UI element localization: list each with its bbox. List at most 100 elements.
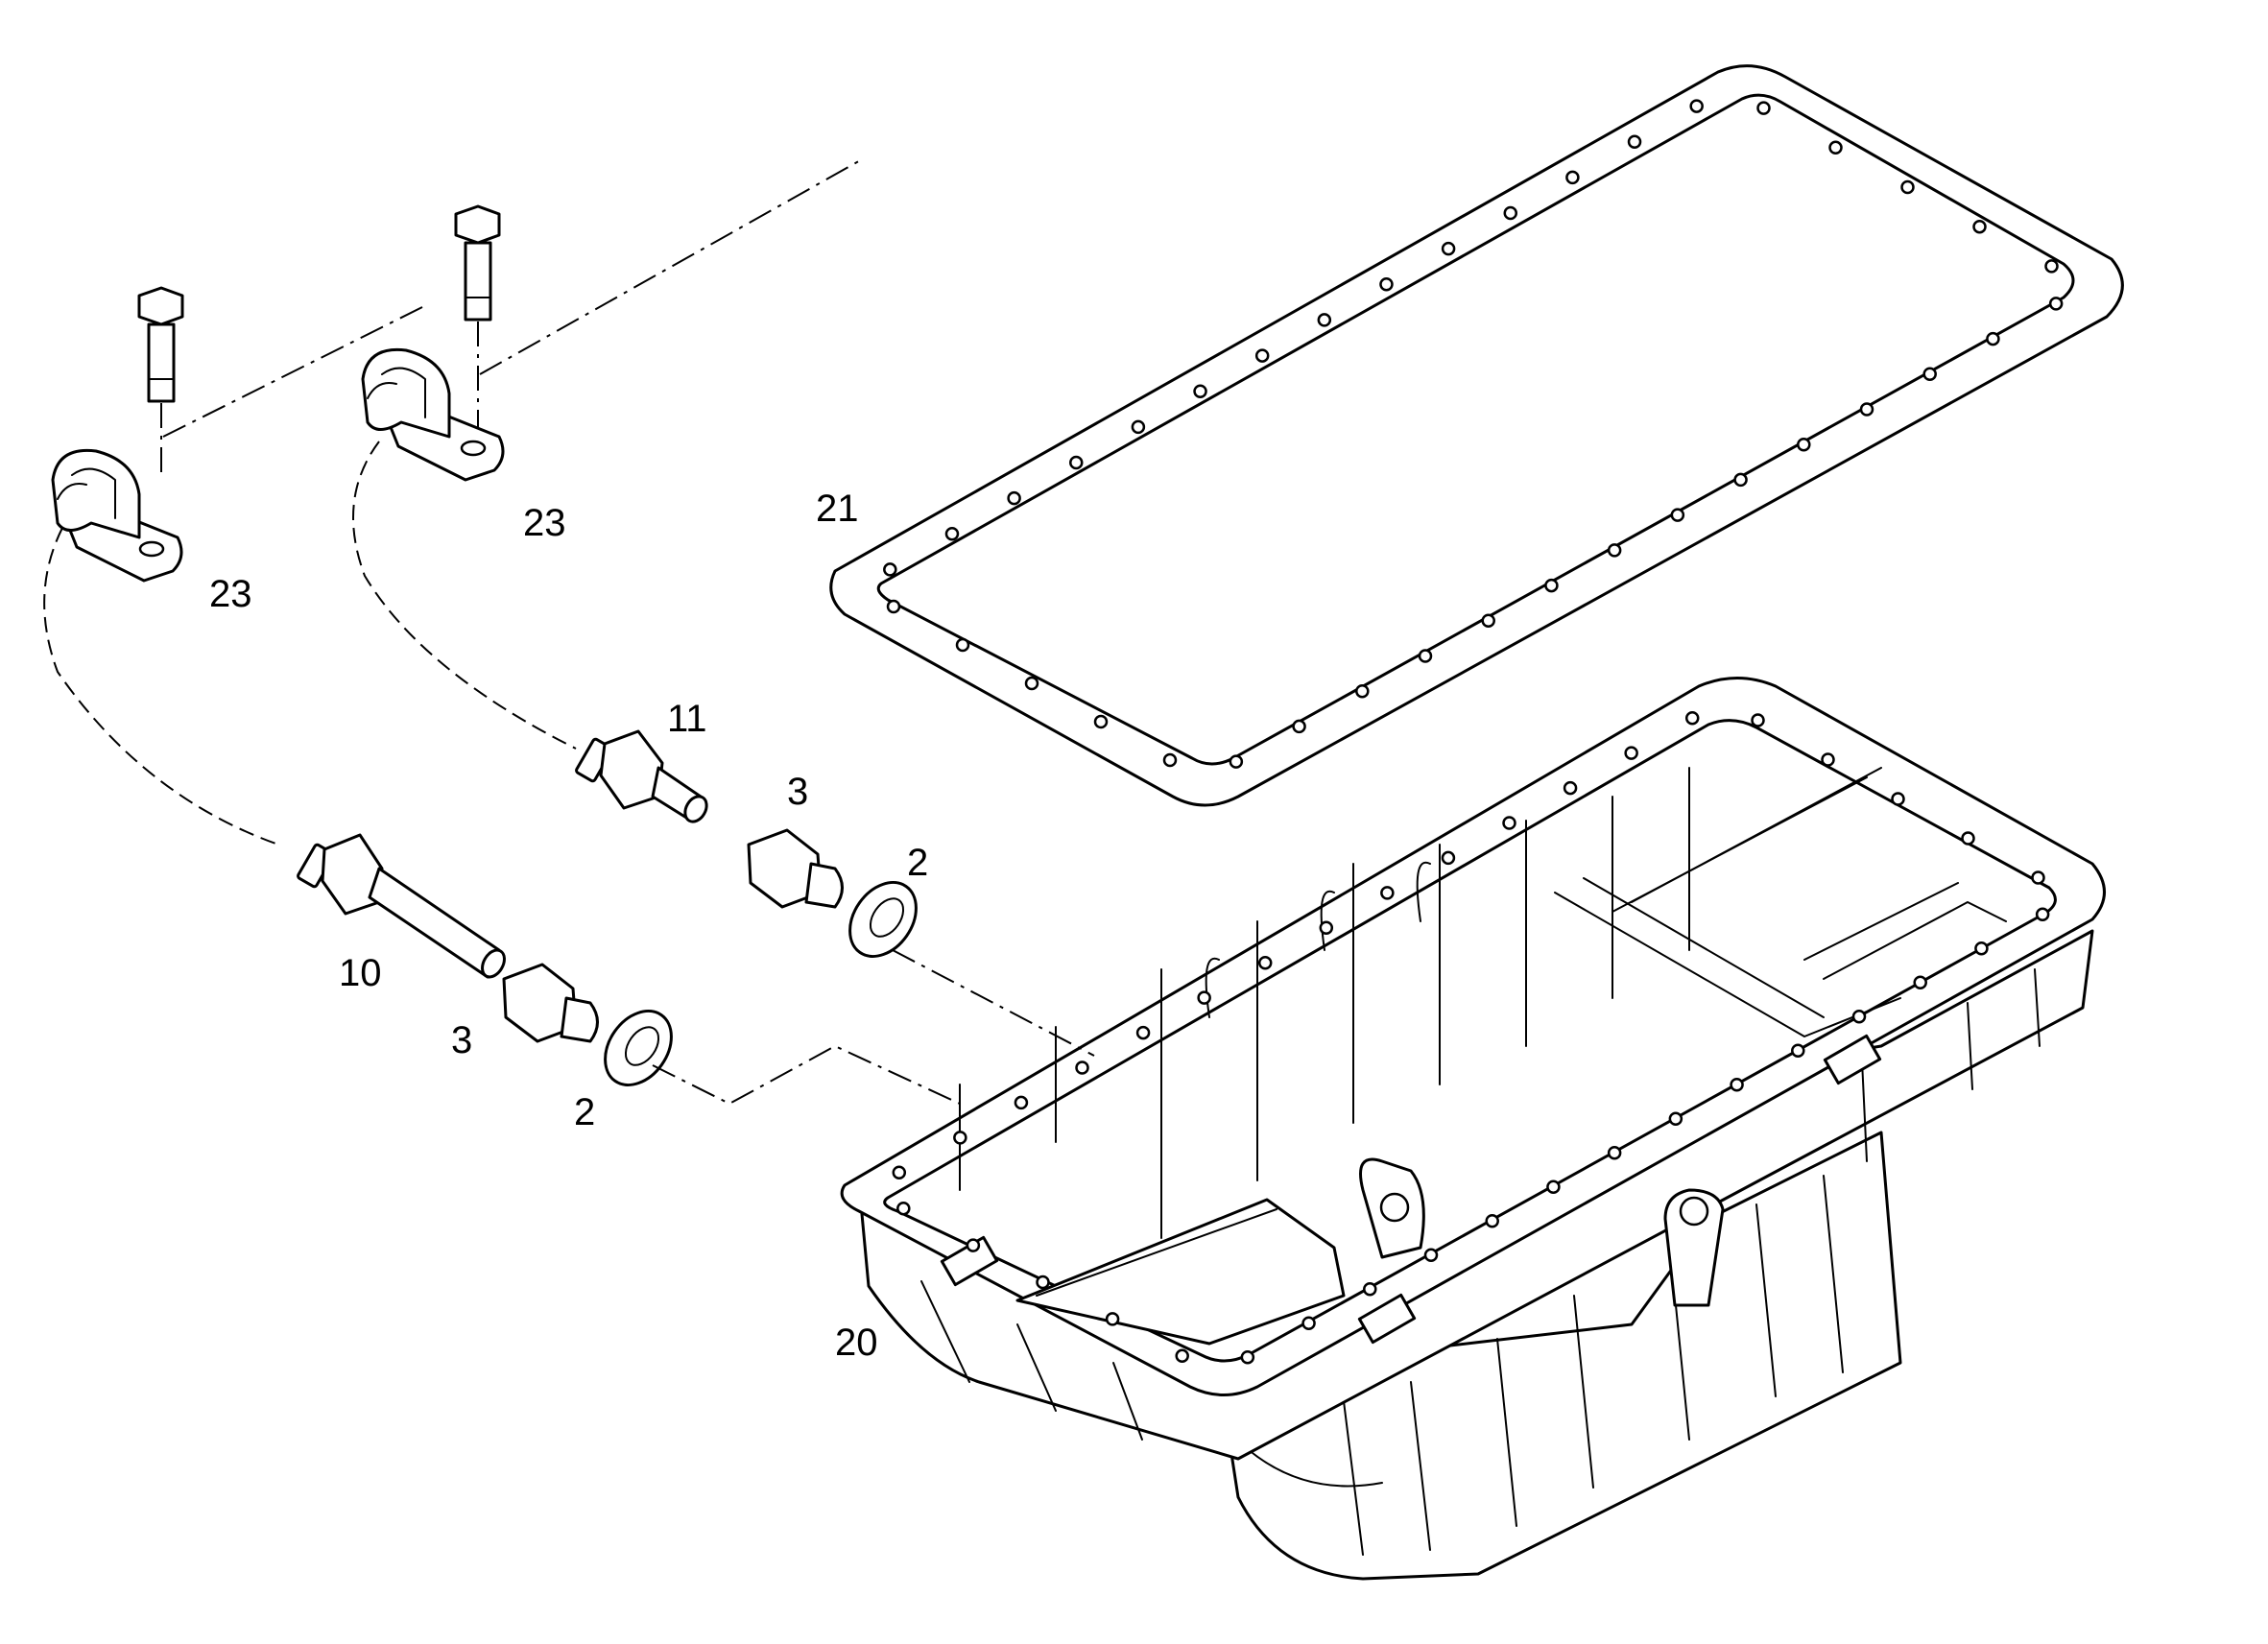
bolt-hole <box>1131 419 1146 435</box>
bolt-hole <box>1317 313 1332 327</box>
bolt-hole <box>1891 792 1905 806</box>
bolt-hole <box>1913 975 1927 989</box>
bolt-hole <box>1024 676 1039 691</box>
bolt-hole <box>1961 831 1975 846</box>
bolt-hole <box>1922 367 1937 382</box>
bolt-hole <box>1319 920 1334 936</box>
bolt-hole <box>944 527 960 541</box>
bolt-hole <box>1162 752 1178 768</box>
bolt-hole <box>1363 1282 1377 1297</box>
oil-pan <box>840 677 2106 1581</box>
bolt-hole <box>1730 1078 1744 1092</box>
bolt-hole <box>2044 259 2059 274</box>
bolt-hole <box>1689 99 1704 113</box>
sensor-11 <box>575 729 708 823</box>
bolt-hole <box>953 1131 967 1145</box>
bolt-hole <box>1791 1043 1805 1058</box>
bolt-hole <box>1546 1179 1561 1194</box>
bolt-left <box>137 286 184 403</box>
clamp-left <box>51 448 183 583</box>
bolt-hole <box>2035 907 2050 921</box>
bolt-hole <box>1670 508 1685 522</box>
bolt-hole <box>1007 490 1021 506</box>
sealing-ring-upper <box>848 881 918 958</box>
bolt-hole <box>1684 710 1700 726</box>
bolt-hole <box>1756 101 1771 115</box>
callout-11: 11 <box>667 698 707 740</box>
bolt-right <box>454 204 501 322</box>
bolt-hole <box>1301 1316 1316 1330</box>
bolt-hole <box>2048 297 2064 311</box>
assembly-lines <box>43 157 1095 1106</box>
bolt-hole <box>1544 578 1559 593</box>
bolt-hole <box>1441 850 1456 866</box>
bolt-hole <box>1240 1350 1255 1365</box>
bolt-hole <box>1014 1095 1029 1110</box>
bolt-hole <box>1668 1111 1683 1126</box>
callout-10: 10 <box>339 952 382 994</box>
sensor-10 <box>297 833 506 979</box>
bolt-hole <box>1254 348 1270 363</box>
bolt-hole <box>1563 780 1578 796</box>
bolt-hole <box>1503 205 1517 221</box>
bolt-hole <box>1851 1010 1867 1024</box>
callout-23-left: 23 <box>209 573 252 615</box>
bolt-hole <box>1380 886 1395 900</box>
callout-21: 21 <box>816 488 859 530</box>
bolt-hole <box>1379 277 1394 292</box>
bolt-hole <box>1974 941 1989 956</box>
bolt-hole <box>1485 1214 1499 1228</box>
bolt-hole <box>1257 955 1273 970</box>
bolt-hole <box>1093 714 1109 729</box>
callout-2-upper: 2 <box>907 842 928 884</box>
drain-plug-lower <box>502 963 599 1043</box>
bolt-hole <box>1175 1348 1189 1364</box>
callout-3-upper: 3 <box>787 771 808 813</box>
bolt-hole <box>1797 437 1811 452</box>
bolt-hole <box>1986 331 2000 346</box>
bolt-hole <box>883 562 897 577</box>
bolt-hole <box>1355 683 1370 699</box>
bolt-hole <box>966 1238 981 1252</box>
bolt-hole <box>1607 543 1622 558</box>
drain-plug-upper <box>747 828 844 909</box>
bolt-hole <box>892 1165 907 1180</box>
bolt-hole <box>1565 170 1580 185</box>
bolt-hole <box>1481 613 1495 629</box>
bolt-hole <box>1607 1146 1622 1160</box>
bolt-hole <box>2031 870 2045 885</box>
bolt-hole <box>1624 746 1638 760</box>
bolt-hole <box>1859 402 1874 417</box>
oil-pan-gasket <box>829 64 2124 807</box>
bolt-hole <box>1627 134 1642 149</box>
bolt-hole <box>1036 1275 1050 1290</box>
bolt-hole <box>1418 649 1433 663</box>
bolt-hole <box>886 599 901 614</box>
bolt-hole <box>1075 1060 1089 1075</box>
bolt-hole <box>1197 990 1211 1005</box>
callout-2-lower: 2 <box>574 1091 595 1133</box>
bolt-hole <box>1193 384 1207 398</box>
callout-20: 20 <box>835 1322 878 1364</box>
bolt-hole <box>1502 816 1516 830</box>
bolt-hole <box>955 637 970 653</box>
bolt-hole <box>1972 219 1987 234</box>
clamp-right <box>361 347 505 482</box>
callout-23-right: 23 <box>523 502 566 544</box>
callout-3-lower: 3 <box>451 1019 472 1061</box>
bolt-hole <box>1069 455 1084 470</box>
bolt-hole <box>896 1201 911 1216</box>
bolt-hole <box>1751 713 1765 727</box>
sealing-ring-lower <box>604 1010 673 1086</box>
bolt-hole <box>1441 241 1456 256</box>
bolt-hole <box>1828 140 1843 155</box>
callouts: 23 23 21 11 3 2 10 3 2 20 <box>209 488 928 1364</box>
bolt-hole <box>1821 752 1835 767</box>
bolt-hole <box>1229 754 1244 769</box>
bolt-hole <box>1105 1312 1120 1326</box>
bolt-hole <box>1733 472 1748 488</box>
bolt-hole <box>1900 179 1915 195</box>
bolt-hole <box>1292 719 1306 734</box>
bolt-hole <box>1135 1025 1151 1040</box>
